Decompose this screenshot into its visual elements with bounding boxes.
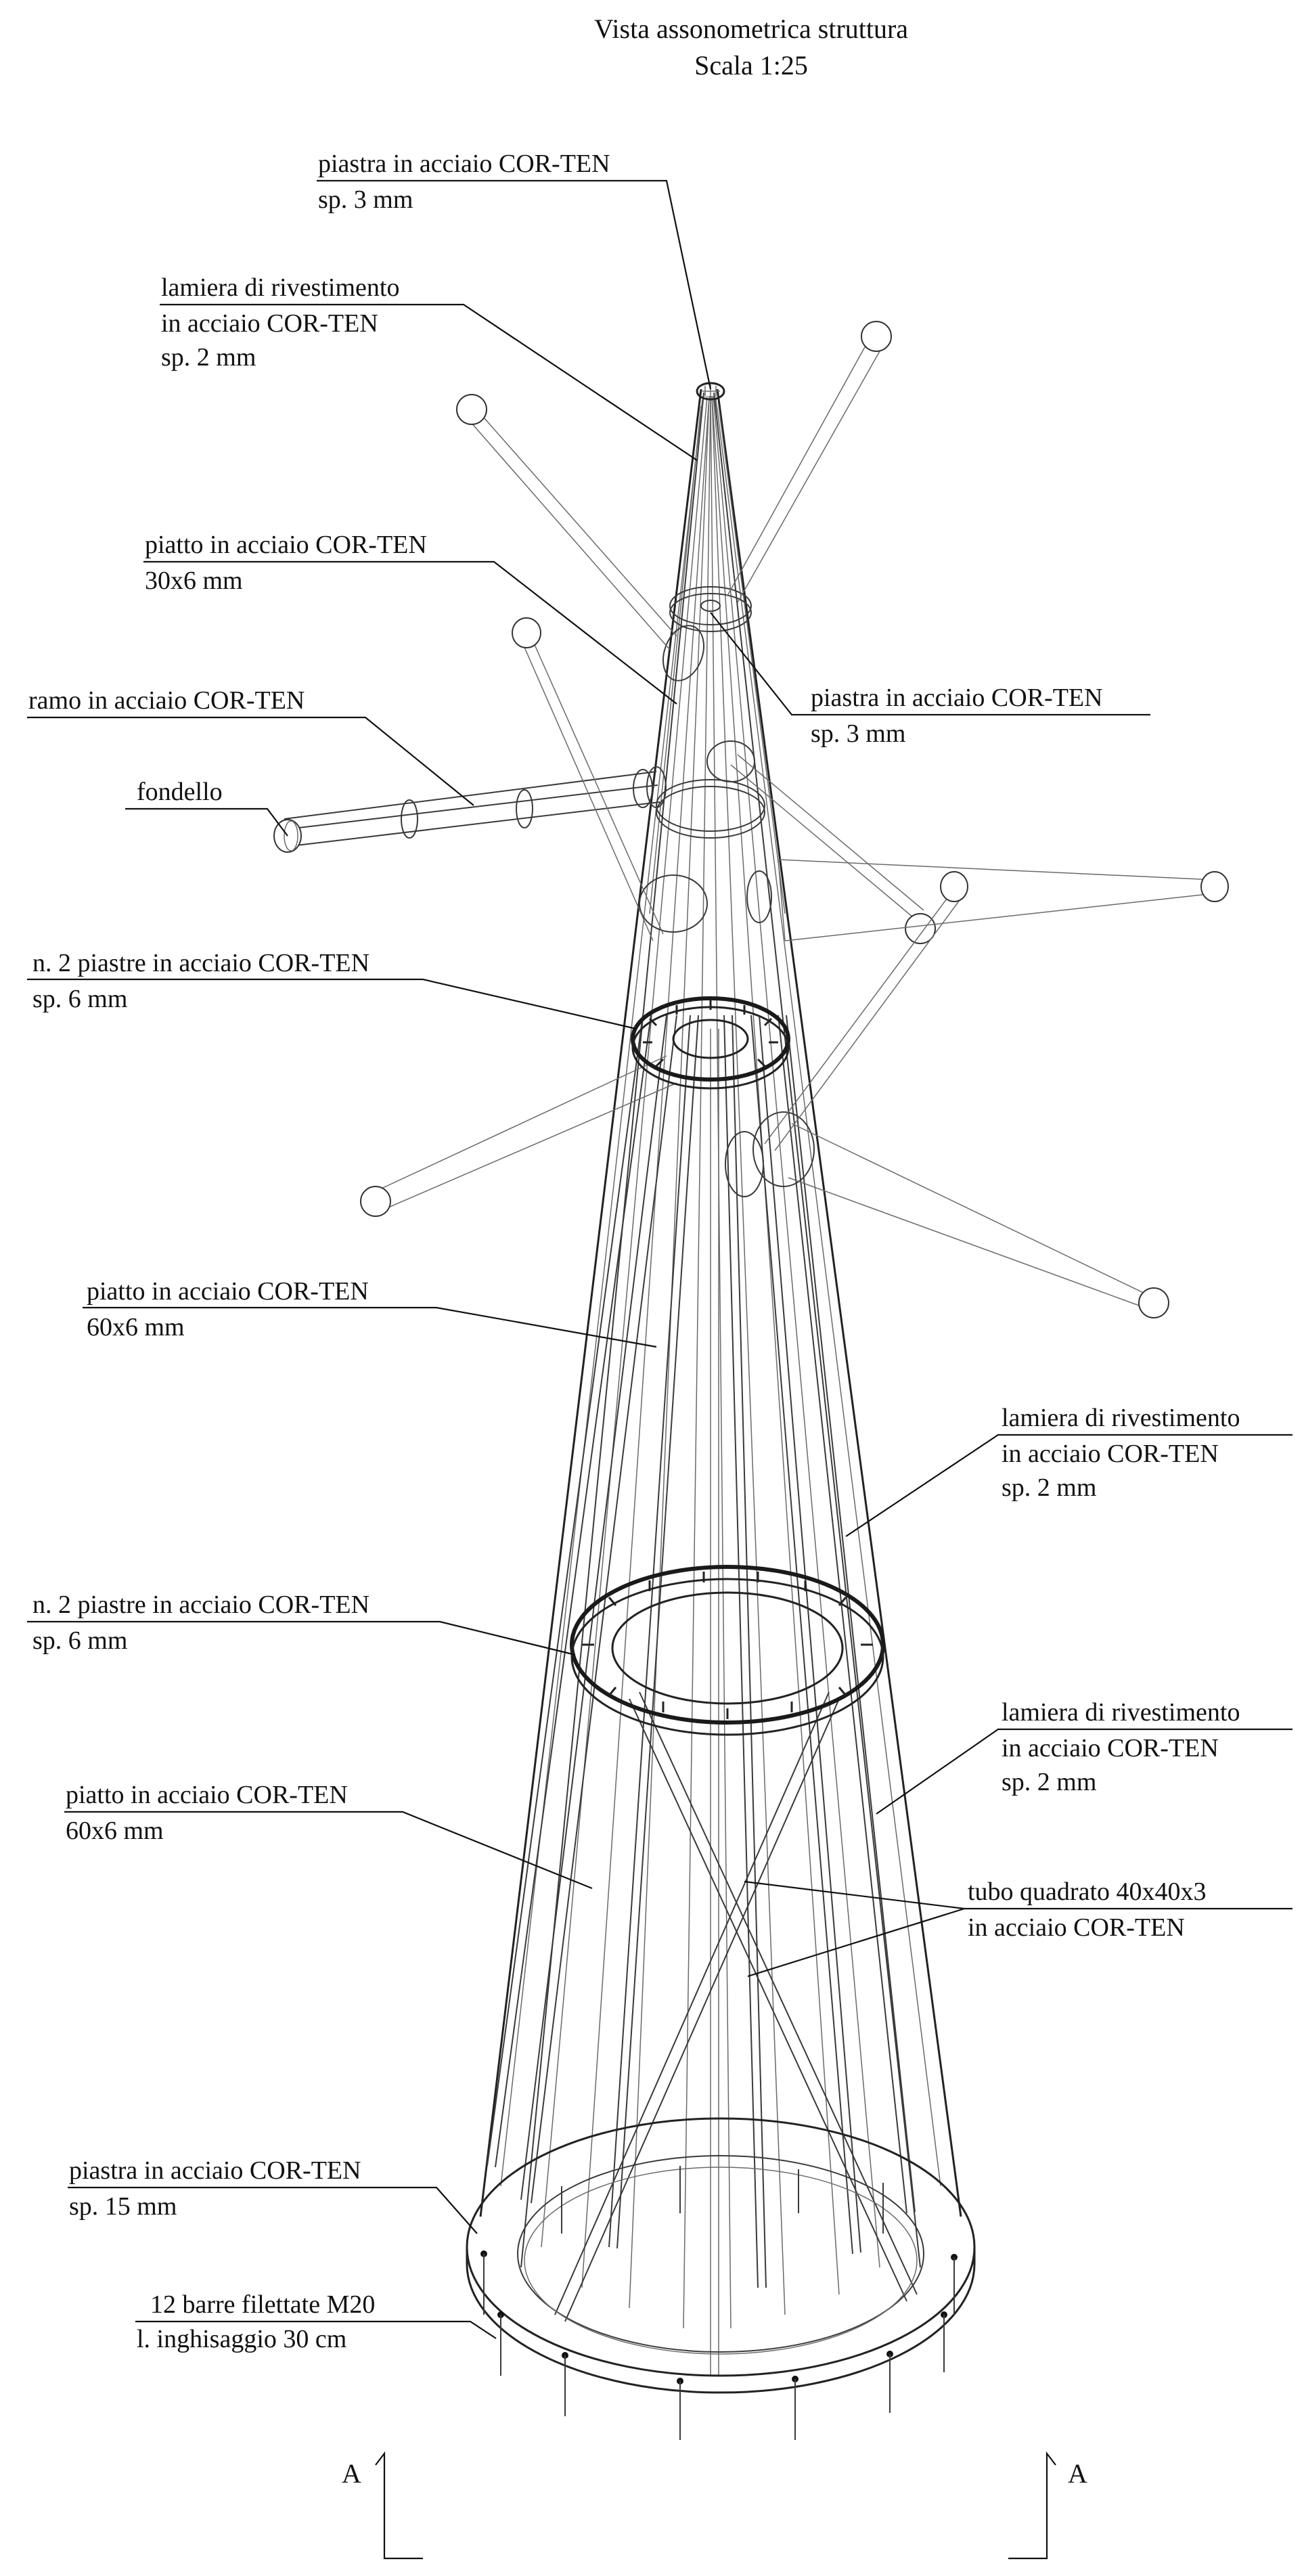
section-mark-right: A <box>1008 2451 1087 2560</box>
branches <box>273 321 1229 1318</box>
branch-ball-icon <box>861 321 892 352</box>
label-piastra-mid-l2: sp. 3 mm <box>811 719 905 748</box>
label-piatto-30-l2: 30x6 mm <box>145 567 243 595</box>
branch-ball-icon <box>940 871 968 902</box>
label-piatto-60-upper-l1: piatto in acciaio COR-TEN <box>87 1277 369 1306</box>
leader-lines <box>27 179 1292 2339</box>
label-piastra-top-l1: piastra in acciaio COR-TEN <box>318 150 610 178</box>
drawing-title: Vista assonometrica struttura Scala 1:25 <box>594 14 908 81</box>
label-piastra-base-l1: piastra in acciaio COR-TEN <box>69 2156 361 2185</box>
label-fondello: fondello <box>137 778 223 806</box>
branch-ball-icon <box>512 617 541 648</box>
branch-ball-icon <box>360 1186 391 1217</box>
label-piatto-60-lower-l1: piatto in acciaio COR-TEN <box>66 1781 348 1809</box>
label-piastre-upper-l1: n. 2 piastre in acciaio COR-TEN <box>32 949 369 977</box>
lower-ring-plates <box>570 1565 885 1736</box>
label-lamiera-right-upper-l3: sp. 2 mm <box>1002 1473 1096 1502</box>
base-plate <box>466 2117 976 2440</box>
label-piatto-60-lower-l2: 60x6 mm <box>66 1817 164 1845</box>
title-line-2: Scala 1:25 <box>694 50 808 81</box>
label-lamiera-top-l3: sp. 2 mm <box>161 343 256 372</box>
section-letter-right: A <box>1068 2458 1087 2489</box>
branch-ball-icon <box>1200 871 1229 902</box>
label-tubo-l1: tubo quadrato 40x40x3 <box>968 1878 1207 1906</box>
label-piastre-upper-l2: sp. 6 mm <box>32 985 127 1013</box>
title-line-1: Vista assonometrica struttura <box>594 14 908 44</box>
label-tubo-l2: in acciaio COR-TEN <box>968 1913 1185 1942</box>
label-lamiera-top-l2: in acciaio COR-TEN <box>161 309 378 338</box>
label-lamiera-right-lower-l2: in acciaio COR-TEN <box>1002 1734 1219 1762</box>
section-letter-left: A <box>342 2458 361 2489</box>
label-barre-l1: 12 barre filettate M20 <box>150 2290 375 2319</box>
branch-openings <box>639 625 815 1197</box>
label-piastre-lower-l1: n. 2 piastre in acciaio COR-TEN <box>32 1591 369 1619</box>
threaded-bars <box>480 2166 958 2440</box>
label-lamiera-top-l1: lamiera di rivestimento <box>161 273 399 302</box>
branch-ball-icon <box>456 394 487 425</box>
cladding-edge-left <box>479 388 702 2217</box>
label-piastra-top-l2: sp. 3 mm <box>318 185 413 214</box>
label-lamiera-right-upper-l1: lamiera di rivestimento <box>1002 1404 1240 1432</box>
label-lamiera-right-lower-l1: lamiera di rivestimento <box>1002 1698 1240 1727</box>
label-lamiera-right-upper-l2: in acciaio COR-TEN <box>1002 1440 1219 1468</box>
branch-ball-icon <box>905 913 936 944</box>
section-mark-left: A <box>342 2451 423 2560</box>
label-piastre-lower-l2: sp. 6 mm <box>32 1626 127 1655</box>
label-piastra-base-l2: sp. 15 mm <box>69 2192 177 2221</box>
label-barre-l2: l. inghisaggio 30 cm <box>137 2325 346 2353</box>
label-piatto-60-upper-l2: 60x6 mm <box>87 1313 185 1341</box>
top-cap <box>696 382 725 401</box>
label-ramo: ramo in acciaio COR-TEN <box>28 686 305 715</box>
labels: piastra in acciaio COR-TEN sp. 3 mm lami… <box>28 150 1240 2353</box>
mid-plate-3mm <box>656 779 765 839</box>
label-lamiera-right-lower-l3: sp. 2 mm <box>1002 1768 1096 1796</box>
cone-structure <box>479 388 962 2376</box>
label-piastra-mid-l1: piastra in acciaio COR-TEN <box>811 684 1103 712</box>
branch-ball-icon <box>1138 1287 1169 1318</box>
cladding-edge-right <box>716 388 962 2217</box>
upper-ring-plates <box>631 996 790 1090</box>
upper-plate-3mm <box>669 586 752 632</box>
label-piatto-30-l1: piatto in acciaio COR-TEN <box>145 531 427 559</box>
